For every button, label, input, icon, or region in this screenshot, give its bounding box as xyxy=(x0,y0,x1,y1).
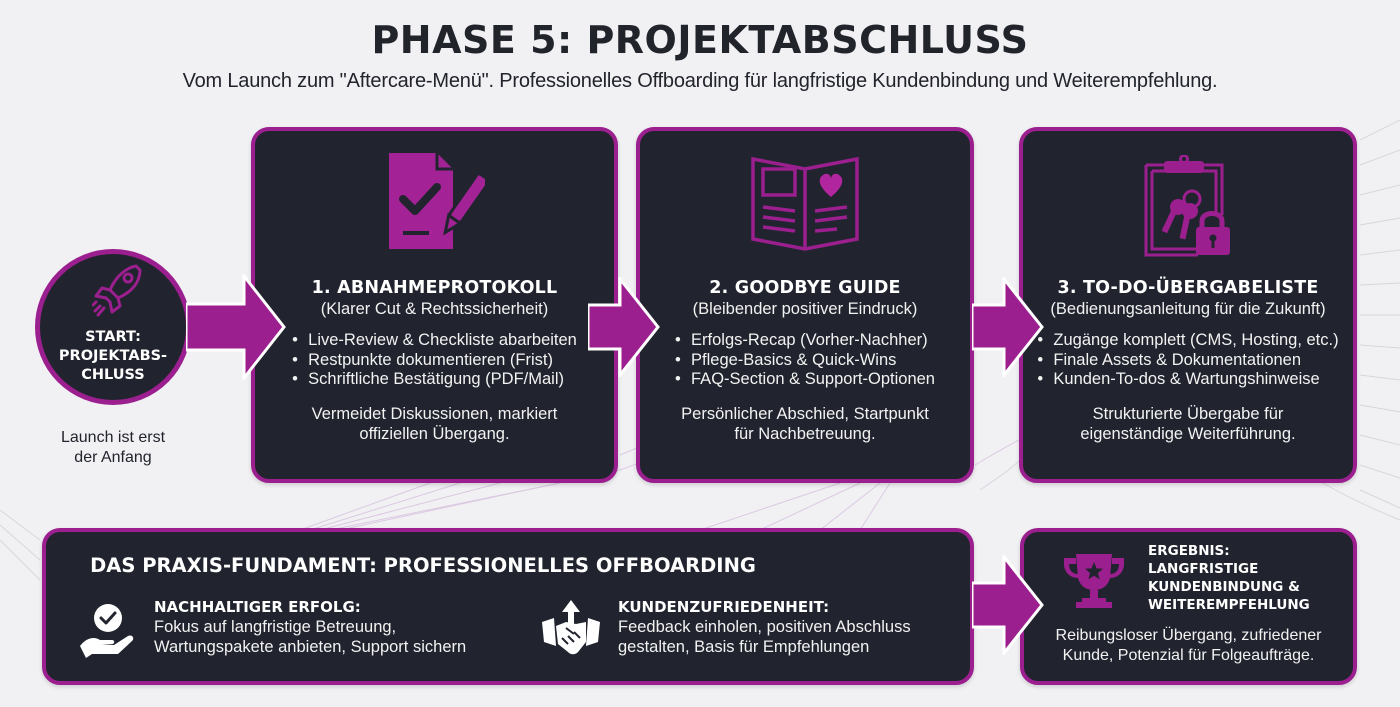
list-item: Restpunkte dokumentieren (Frist) xyxy=(292,351,577,371)
pillar-heading: NACHHALTIGER ERFOLG: xyxy=(154,598,361,616)
document-check-pen-icon xyxy=(388,153,485,249)
step-title: 3. TO-DO-ÜBERGABELISTE xyxy=(1057,278,1319,298)
list-item: Live-Review & Checkliste abarbeiten xyxy=(292,331,577,351)
step-note: Strukturierte Übergabe für eigenständige… xyxy=(1080,404,1296,443)
step-note: Persönlicher Abschied, Startpunkt für Na… xyxy=(681,404,929,443)
arrow-step2-to-step3 xyxy=(972,277,1044,377)
start-caption: Launch ist erst der Anfang xyxy=(60,429,166,466)
foundation-title: DAS PRAXIS-FUNDAMENT: PROFESSIONELLES OF… xyxy=(90,554,756,577)
start-title: START: PROJEKTABS- CHLUSS xyxy=(58,329,168,383)
pillar-text: Feedback einholen, positiven Abschluss xyxy=(618,618,911,636)
list-item: Erfolgs-Recap (Vorher-Nachher) xyxy=(675,331,935,351)
pillar-kundenzufriedenheit: KUNDENZUFRIEDENHEIT: Feedback einholen, … xyxy=(618,598,911,657)
step-subtitle: (Bedienungsanleitung für die Zukunft) xyxy=(1050,300,1326,318)
step-bullets: Live-Review & Checkliste abarbeiten Rest… xyxy=(292,331,577,390)
start-node: START: PROJEKTABS- CHLUSS xyxy=(35,249,191,405)
list-item: Schriftliche Bestätigung (PDF/Mail) xyxy=(292,370,577,390)
step-card-goodbye-guide: 2. GOODBYE GUIDE (Bleibender positiver E… xyxy=(636,127,974,483)
clipboard-keys-lock-icon xyxy=(1144,155,1230,257)
pillar-text: Wartungspakete anbieten, Support sichern xyxy=(154,638,467,656)
result-card: ERGEBNIS: LANGFRISTIGE KUNDENBINDUNG & W… xyxy=(1020,528,1357,685)
open-book-heart-icon xyxy=(751,156,859,251)
arrow-start-to-step1 xyxy=(186,274,286,380)
step-note: Vermeidet Diskussionen, markiert offizie… xyxy=(311,404,558,443)
list-item: Finale Assets & Dokumentationen xyxy=(1037,351,1338,371)
pillar-text: gestalten, Basis für Empfehlungen xyxy=(618,638,870,656)
pillar-nachhaltiger-erfolg: NACHHALTIGER ERFOLG: Fokus auf langfrist… xyxy=(154,598,466,657)
handshake-arrow-up-icon xyxy=(542,600,600,655)
pillar-text: Fokus auf langfristige Betreuung, xyxy=(154,618,397,636)
foundation-card: DAS PRAXIS-FUNDAMENT: PROFESSIONELLES OF… xyxy=(42,528,974,685)
step-card-uebergabeliste: 3. TO-DO-ÜBERGABELISTE (Bedienungsanleit… xyxy=(1019,127,1357,483)
trophy-star-icon xyxy=(1064,554,1124,608)
arrow-step1-to-step2 xyxy=(588,277,660,377)
result-title: ERGEBNIS: LANGFRISTIGE KUNDENBINDUNG & W… xyxy=(1148,543,1310,613)
list-item: Pflege-Basics & Quick-Wins xyxy=(675,351,935,371)
step-card-abnahmeprotokoll: 1. ABNAHMEPROTOKOLL (Klarer Cut & Rechts… xyxy=(251,127,618,483)
hand-check-icon xyxy=(80,604,134,658)
list-item: FAQ-Section & Support-Optionen xyxy=(675,370,935,390)
step-bullets: Zugänge komplett (CMS, Hosting, etc.) Fi… xyxy=(1037,331,1338,390)
step-title: 1. ABNAHMEPROTOKOLL xyxy=(311,278,558,298)
page-title: PHASE 5: PROJEKTABSCHLUSS xyxy=(371,18,1029,62)
step-title: 2. GOODBYE GUIDE xyxy=(709,278,901,298)
step-subtitle: (Klarer Cut & Rechtssicherheit) xyxy=(320,300,549,318)
step-bullets: Erfolgs-Recap (Vorher-Nachher) Pflege-Ba… xyxy=(675,331,935,390)
page-subtitle: Vom Launch zum "Aftercare-Menü". Profess… xyxy=(182,70,1218,92)
result-description: Reibungsloser Übergang, zufriedener Kund… xyxy=(1055,627,1322,664)
pillar-heading: KUNDENZUFRIEDENHEIT: xyxy=(618,598,830,616)
list-item: Zugänge komplett (CMS, Hosting, etc.) xyxy=(1037,331,1338,351)
step-subtitle: (Bleibender positiver Eindruck) xyxy=(692,300,918,318)
rocket-icon xyxy=(92,264,142,317)
list-item: Kunden-To-dos & Wartungshinweise xyxy=(1037,370,1338,390)
arrow-foundation-to-result xyxy=(972,555,1044,655)
